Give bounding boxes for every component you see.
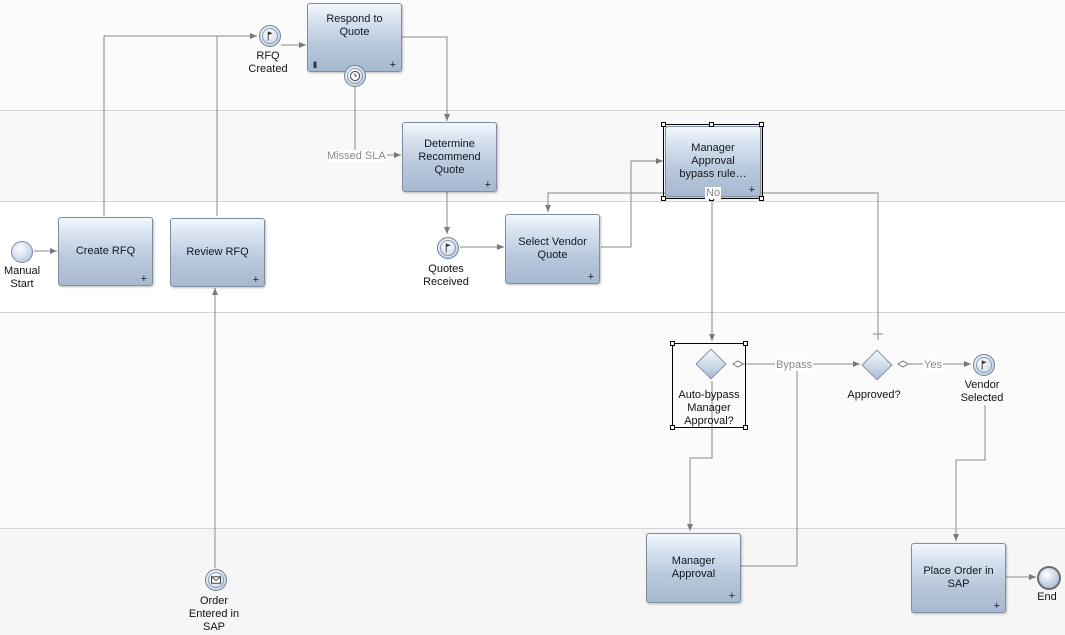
event-label: Vendor Selected [960,379,1004,404]
flow-respond-to-determine [402,36,450,121]
flow-vendor-selected-to-place-order [953,405,986,541]
lane-divider [0,110,1065,111]
lane-divider [0,201,1065,202]
lane-divider [0,312,1065,313]
expand-marker-icon[interactable]: + [993,600,1000,612]
task-label: Respond to Quote [326,13,383,38]
flag-icon[interactable] [973,354,995,376]
start-event-icon[interactable] [11,241,33,263]
flag-glyph-icon [445,243,451,253]
expand-marker-icon[interactable]: + [728,590,735,602]
event-label: Manual Start [3,265,41,290]
expand-marker-icon[interactable]: + [748,184,755,196]
envelope-glyph-icon [211,576,221,584]
resize-handle[interactable] [661,196,666,201]
flow-manager-approval-to-approved [741,364,798,567]
end-event-icon[interactable] [1037,566,1061,590]
resize-handle[interactable] [661,122,666,127]
timer-glyph-icon [350,71,360,81]
event-label: Order Entered in SAP [188,595,240,633]
task-create-rfq[interactable]: Create RFQ + [58,217,153,286]
task-label: Create RFQ [75,245,136,257]
task-label: Determine Recommend Quote [418,137,481,176]
task-review-rfq[interactable]: Review RFQ + [170,218,265,287]
selection-frame [672,343,746,428]
flow-label-no: No [705,187,722,199]
pause-marker-icon: II [313,60,317,70]
lane-divider [0,528,1065,529]
task-determine-recommend-quote[interactable]: Determine Recommend Quote + [402,122,497,192]
resize-handle[interactable] [743,425,748,430]
gateway-label: Auto-bypass Manager Approval? [678,389,740,427]
task-label: Manager Approval bypass rule… [679,142,747,180]
lane-5 [0,528,1065,635]
task-manager-approval-bypass-rule[interactable]: Manager Approval bypass rule… + [665,126,761,197]
resize-handle[interactable] [670,425,675,430]
expand-marker-icon[interactable]: + [252,274,259,286]
flow-label-missed-sla: Missed SLA [326,150,387,162]
gateway-label: Approved? [847,389,901,401]
task-place-order-in-sap[interactable]: Place Order in SAP + [911,543,1006,613]
resize-handle[interactable] [759,196,764,201]
expand-marker-icon[interactable]: + [389,59,396,71]
envelope-icon[interactable] [205,569,227,591]
clock-icon[interactable] [344,65,366,87]
expand-marker-icon[interactable]: + [484,179,491,191]
flow-timer-to-determine [354,86,401,158]
lane-1 [0,0,1065,110]
task-label: Review RFQ [186,246,249,258]
resize-handle[interactable] [670,341,675,346]
task-respond-to-quote[interactable]: Respond to Quote II + [307,3,402,72]
task-select-vendor-quote[interactable]: Select Vendor Quote + [505,214,600,284]
flow-select-to-manager-bypass [601,158,663,248]
flow-label-bypass: Bypass [775,359,814,371]
lane-2 [0,110,1065,201]
expand-marker-icon[interactable]: + [587,271,594,283]
flow-create-to-rfq-created [103,33,257,216]
expand-marker-icon[interactable]: + [140,273,147,285]
task-manager-approval[interactable]: Manager Approval + [646,533,741,603]
flow-auto-gateway-to-manager-approval [687,381,713,531]
lane-4 [0,312,1065,528]
flag-icon[interactable] [437,237,459,259]
event-label: RFQ Created [248,50,288,75]
event-label: End [1037,591,1057,603]
task-label: Place Order in SAP [923,565,994,590]
resize-handle[interactable] [709,122,714,127]
task-label: Manager Approval [671,555,716,580]
flow-label-yes: Yes [923,359,943,371]
resize-handle[interactable] [759,122,764,127]
event-label: Quotes Received [423,263,469,288]
task-label: Select Vendor Quote [518,236,587,261]
flag-icon[interactable] [259,25,281,47]
flag-glyph-icon [981,360,987,370]
flag-glyph-icon [267,31,273,41]
resize-handle[interactable] [743,341,748,346]
